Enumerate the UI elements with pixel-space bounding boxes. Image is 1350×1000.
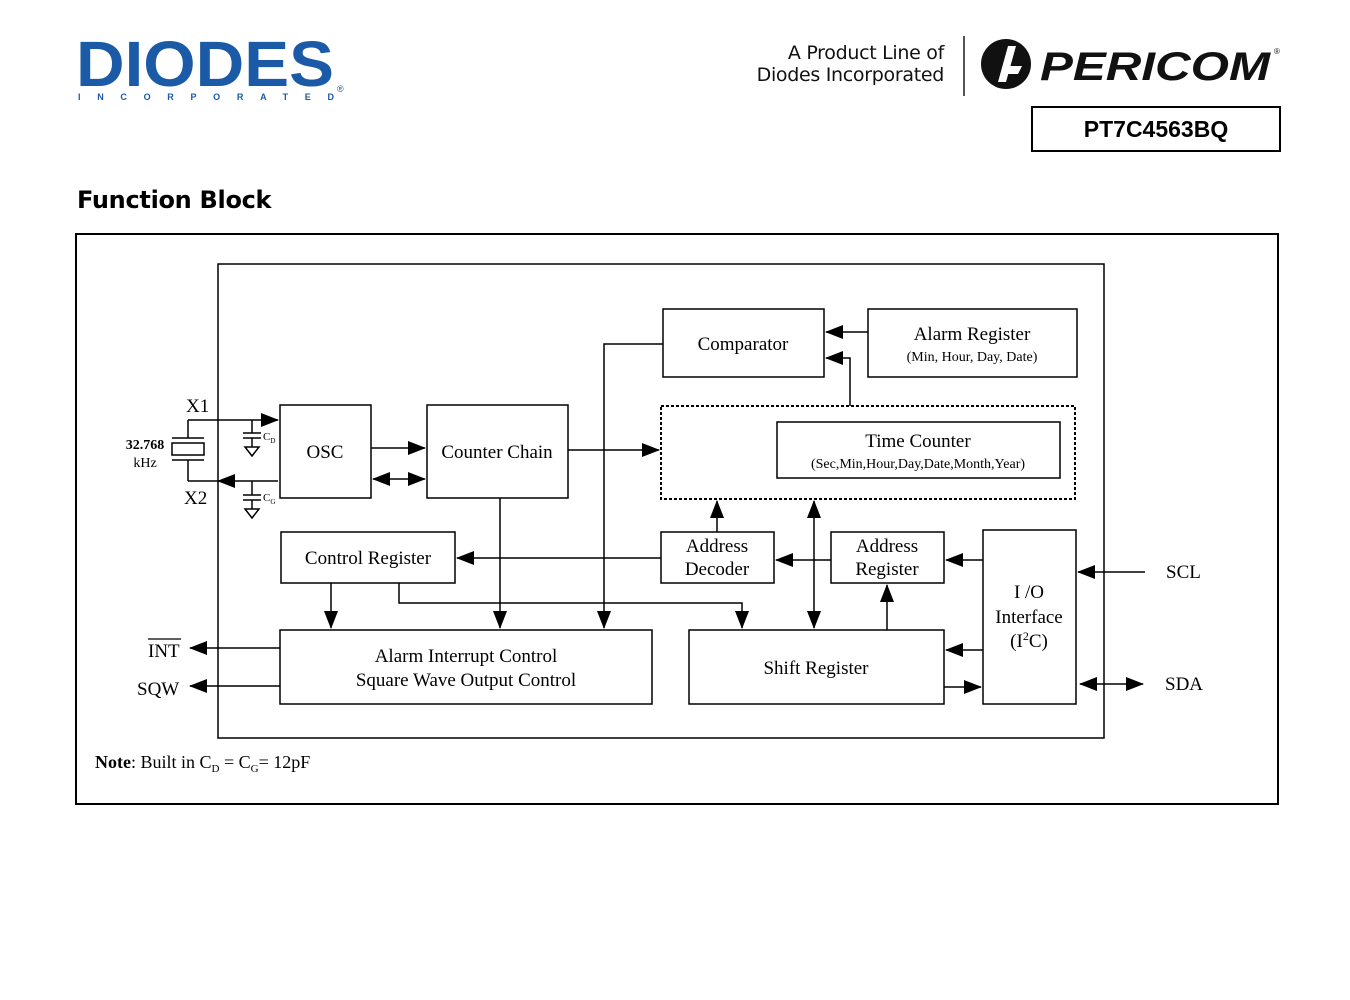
chip-boundary [217,263,1105,739]
pericom-logo: PERICOM ® [981,39,1280,89]
diodes-logo-text: DIODES [76,34,334,100]
pin-sda: SDA [1165,674,1203,695]
alarm-register-sub: (Min, Hour, Day, Date) [907,350,1038,365]
osc-block [279,404,372,499]
address-decoder-label-1: Address [686,536,748,557]
product-line-2: Diodes Incorporated [756,64,945,86]
part-number: PT7C4563BQ [1031,106,1281,152]
svg-text:®: ® [1274,47,1280,56]
address-decoder-label-2: Decoder [685,559,750,580]
alarm-interrupt-label-2: Square Wave Output Control [356,670,576,691]
shift-register-block [688,629,945,705]
cap-d-label: CD [263,431,275,445]
time-counter-sub: (Sec,Min,Hour,Day,Date,Month,Year) [811,457,1025,472]
svg-text:®: ® [337,84,344,94]
io-interface-block [982,529,1077,705]
counter-chain-block [426,404,569,499]
control-register-label: Control Register [305,548,432,569]
address-register-block [830,531,945,584]
comparator-block [662,308,825,378]
product-line-1: A Product Line of [787,42,944,64]
io-interface-label-2: Interface [995,607,1063,628]
pin-sqw: SQW [137,679,179,700]
alarm-interrupt-label-1: Alarm Interrupt Control [375,646,558,667]
diodes-logo: DIODES INCORPORATED ® [76,34,344,102]
alarm-register-block [867,308,1078,378]
pin-x1: X1 [186,396,209,417]
section-title: Function Block [77,186,272,214]
product-line-text: A Product Line of Diodes Incorporated [700,42,945,86]
alarm-register-label: Alarm Register [914,324,1031,345]
time-counter-label: Time Counter [865,431,971,452]
cap-g-label: CG [263,492,275,506]
address-register-label-1: Address [856,536,918,557]
crystal-freq: 32.768 [126,438,165,453]
comparator-label: Comparator [698,334,789,355]
diagram-frame [75,233,1279,805]
time-counter-group [660,405,1076,500]
header-divider [963,36,965,96]
control-register-block [280,531,456,584]
pin-x2: X2 [184,488,207,509]
diagram-note: Note: Built in CD = CG= 12pF [95,752,310,775]
io-interface-label-3: (I2C) [1010,629,1048,652]
pericom-logo-text: PERICOM [1040,45,1272,89]
pin-scl: SCL [1166,562,1201,583]
address-register-label-2: Register [855,559,919,580]
io-interface-label-1: I /O [1014,582,1044,603]
shift-register-label: Shift Register [763,658,869,679]
alarm-interrupt-block [279,629,653,705]
pin-int: INT [148,641,180,662]
crystal-unit: kHz [133,456,156,471]
counter-chain-label: Counter Chain [441,442,553,463]
osc-label: OSC [307,442,344,463]
time-counter-block [776,421,1061,479]
pericom-icon [981,39,1031,89]
